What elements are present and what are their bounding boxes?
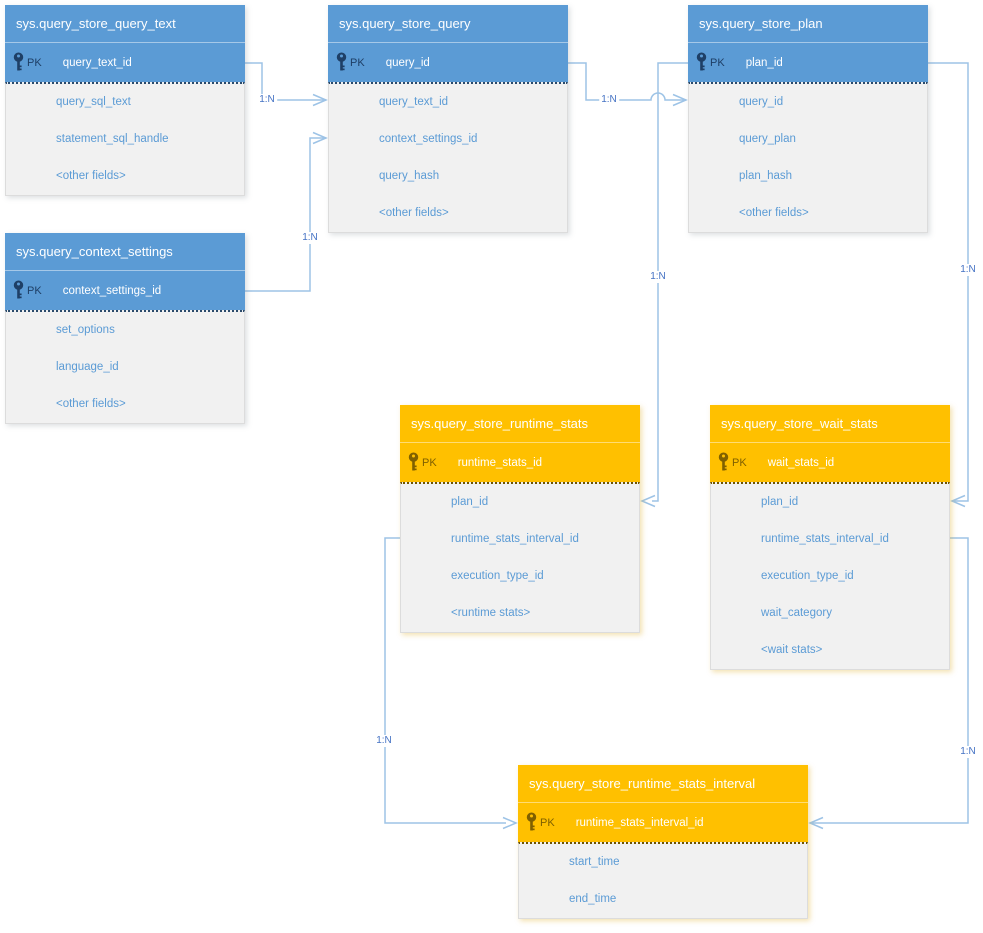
- table-title: sys.query_store_query_text: [5, 5, 245, 43]
- field-row: plan_id: [451, 496, 489, 508]
- multiplicity-label: 1:N: [599, 94, 619, 106]
- field-row: query_plan: [739, 133, 796, 145]
- table-title: sys.query_context_settings: [5, 233, 245, 271]
- field-row: wait_category: [761, 607, 832, 619]
- multiplicity-label: 1:N: [257, 94, 277, 106]
- field-row: query_sql_text: [56, 96, 131, 108]
- pk-field-name: runtime_stats_interval_id: [575, 816, 704, 829]
- field-row: query_text_id: [379, 96, 449, 108]
- primary-key-icon: [335, 52, 348, 73]
- table-query-context-settings[interactable]: sys.query_context_settings PK context_se…: [5, 233, 245, 424]
- relation-runtimestats-to-interval[interactable]: [384, 537, 518, 830]
- field-row: <other fields>: [739, 207, 809, 219]
- multiplicity-label: 1:N: [958, 264, 978, 276]
- table-title: sys.query_store_runtime_stats: [400, 405, 640, 443]
- pk-label: PK: [540, 816, 555, 829]
- field-row: <other fields>: [56, 170, 126, 182]
- table-query-store-wait-stats[interactable]: sys.query_store_wait_stats PK wait_stats…: [710, 405, 950, 670]
- field-row: end_time: [569, 893, 617, 905]
- pk-field-name: wait_stats_id: [767, 456, 835, 469]
- table-title: sys.query_store_plan: [688, 5, 928, 43]
- table-title: sys.query_store_query: [328, 5, 568, 43]
- table-query-store-query[interactable]: sys.query_store_query PK query_id query_…: [328, 5, 568, 233]
- primary-key-icon: [407, 452, 420, 473]
- relation-querytext-to-query[interactable]: [245, 62, 328, 107]
- field-list: start_time end_time: [518, 842, 808, 919]
- field-row: query_hash: [379, 170, 440, 182]
- table-query-store-query-text[interactable]: sys.query_store_query_text PK query_text…: [5, 5, 245, 196]
- pk-row: PK wait_stats_id: [710, 443, 950, 482]
- pk-row: PK plan_id: [688, 43, 928, 82]
- pk-label: PK: [710, 56, 725, 69]
- pk-row: PK query_id: [328, 43, 568, 82]
- pk-field-name: query_id: [385, 56, 430, 69]
- relation-plan-to-waitstats[interactable]: [928, 62, 969, 508]
- pk-field-name: runtime_stats_id: [457, 456, 543, 469]
- field-row: runtime_stats_interval_id: [451, 533, 579, 545]
- primary-key-icon: [695, 52, 708, 73]
- pk-field-name: plan_id: [745, 56, 783, 69]
- field-list: query_id query_plan plan_hash <other fie…: [688, 82, 928, 233]
- field-row: statement_sql_handle: [56, 133, 169, 145]
- field-list: query_text_id context_settings_id query_…: [328, 82, 568, 233]
- pk-row: PK query_text_id: [5, 43, 245, 82]
- table-query-store-runtime-stats[interactable]: sys.query_store_runtime_stats PK runtime…: [400, 405, 640, 633]
- table-title: sys.query_store_runtime_stats_interval: [518, 765, 808, 803]
- table-title: sys.query_store_wait_stats: [710, 405, 950, 443]
- field-row: language_id: [56, 361, 119, 373]
- pk-row: PK context_settings_id: [5, 271, 245, 310]
- pk-label: PK: [350, 56, 365, 69]
- field-row: plan_id: [761, 496, 799, 508]
- field-row: execution_type_id: [761, 570, 854, 582]
- field-row: <wait stats>: [761, 644, 823, 656]
- field-row: start_time: [569, 856, 620, 868]
- field-row: execution_type_id: [451, 570, 544, 582]
- field-list: query_sql_text statement_sql_handle <oth…: [5, 82, 245, 196]
- pk-label: PK: [422, 456, 437, 469]
- pk-label: PK: [27, 284, 42, 297]
- field-row: set_options: [56, 324, 115, 336]
- primary-key-icon: [525, 812, 538, 833]
- primary-key-icon: [717, 452, 730, 473]
- field-row: <other fields>: [56, 398, 126, 410]
- relation-plan-to-runtimestats[interactable]: [640, 62, 688, 508]
- field-row: query_id: [739, 96, 784, 108]
- multiplicity-label: 1:N: [958, 746, 978, 758]
- multiplicity-label: 1:N: [648, 271, 668, 283]
- field-row: context_settings_id: [379, 133, 478, 145]
- pk-field-name: context_settings_id: [62, 284, 162, 297]
- relation-waitstats-to-interval[interactable]: [808, 537, 969, 830]
- field-list: plan_id runtime_stats_interval_id execut…: [400, 482, 640, 633]
- primary-key-icon: [12, 52, 25, 73]
- relation-query-to-plan[interactable]: [568, 62, 688, 107]
- pk-row: PK runtime_stats_interval_id: [518, 803, 808, 842]
- pk-label: PK: [27, 56, 42, 69]
- field-row: plan_hash: [739, 170, 793, 182]
- table-query-store-runtime-stats-interval[interactable]: sys.query_store_runtime_stats_interval P…: [518, 765, 808, 919]
- field-row: <runtime stats>: [451, 607, 531, 619]
- field-list: plan_id runtime_stats_interval_id execut…: [710, 482, 950, 670]
- pk-label: PK: [732, 456, 747, 469]
- multiplicity-label: 1:N: [300, 232, 320, 244]
- relation-contextsettings-to-query[interactable]: [245, 131, 328, 292]
- primary-key-icon: [12, 280, 25, 301]
- field-row: <other fields>: [379, 207, 449, 219]
- pk-row: PK runtime_stats_id: [400, 443, 640, 482]
- table-query-store-plan[interactable]: sys.query_store_plan PK plan_id query_id…: [688, 5, 928, 233]
- pk-field-name: query_text_id: [62, 56, 132, 69]
- field-row: runtime_stats_interval_id: [761, 533, 889, 545]
- field-list: set_options language_id <other fields>: [5, 310, 245, 424]
- multiplicity-label: 1:N: [374, 735, 394, 747]
